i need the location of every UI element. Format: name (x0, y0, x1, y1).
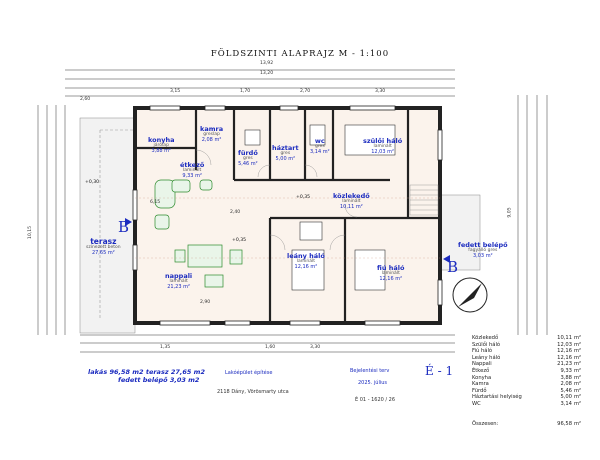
level-living: +0,35 (232, 238, 247, 243)
section-marker-b-left: B (118, 218, 130, 236)
stamp-address: 2118 Dány, Vörösmarty utca (217, 389, 289, 395)
room-kozlekedo: közlekedő laminált 10,11 m² (333, 192, 370, 210)
room-terasz: terasz színezett beton 27,65 m² (86, 237, 121, 256)
windows (132, 105, 443, 326)
dim-top-2: 3,15 (170, 89, 181, 94)
stamp-project: Lakóépület építése (225, 370, 273, 376)
furniture (154, 179, 243, 288)
dimension-lines-left (37, 105, 66, 335)
dim-top-overall: 13,92 (260, 61, 274, 66)
room-wc: wc gres 3,14 m² (310, 137, 330, 155)
dim-top-total: 13,20 (260, 71, 274, 76)
room-kamra: kamra greslap 2,08 m² (200, 125, 224, 143)
orange-axis-lines (135, 197, 440, 259)
dim-top-5: 3,30 (375, 89, 386, 94)
summary-line-1: lakás 96,58 m2 terasz 27,65 m2 (88, 368, 205, 376)
level-floor: +0,35 (296, 195, 311, 200)
summary-line-2: fedett belépő 3,03 m2 (118, 376, 200, 385)
dim-top-1: 2,60 (80, 97, 91, 102)
room-fiu-halo: fiú háló laminált 12,16 m² (377, 264, 405, 282)
dimension-lines-bottom (80, 334, 455, 353)
dim-left-total: 10,15 (28, 225, 34, 240)
north-arrow (452, 277, 488, 313)
dim-bottom-1: 1,60 (265, 345, 276, 350)
room-nappali: nappali laminált 21,23 m² (165, 272, 193, 290)
room-leany-halo: leány háló laminált 12,16 m² (287, 252, 325, 270)
section-marker-b-right: B (447, 258, 459, 276)
stamp-plan-type: Bejelentési terv (350, 368, 390, 374)
room-szuloi-halo: szülői háló laminált 12,03 m² (363, 137, 403, 155)
room-haztart: háztart gres 5,00 m² (272, 144, 299, 162)
level-terrace: +0,30 (85, 180, 100, 185)
room-furdo: fürdő gres 5,46 m² (238, 149, 258, 167)
room-etkezo: étkező laminált 9,33 m² (180, 161, 205, 179)
dim-inner-3: 2,90 (200, 300, 211, 305)
bedroom-furniture (244, 124, 396, 291)
stairs (409, 184, 439, 216)
dim-bottom-2: 3,30 (310, 345, 321, 350)
dim-top-3: 1,70 (240, 89, 251, 94)
stamp-sheet: É 01 - 1620 / 26 (355, 397, 396, 403)
dim-inner-1: 2,40 (230, 210, 241, 215)
door-swings (195, 149, 358, 251)
stamp-date: 2025. július (358, 380, 388, 386)
room-fedett-belepo: fedett belépő fagyálló gres 3,03 m² (458, 241, 508, 259)
section-arrows (125, 218, 450, 263)
area-summary: lakás 96,58 m2 terasz 27,65 m2 fedett be… (88, 368, 205, 385)
dimension-lines-top (65, 69, 455, 97)
drawing-title: FÖLDSZINTI ALAPRAJZ M - 1:100 (210, 49, 390, 59)
dimension-lines-right (517, 95, 548, 335)
dim-bottom-3: 1,35 (160, 345, 171, 350)
dim-top-4: 2,70 (300, 89, 311, 94)
room-konyha: konyha járólap 3,88 m² (148, 136, 175, 154)
dim-inner-2: 6,15 (150, 200, 161, 205)
section-marker-e1: É - 1 (425, 364, 454, 378)
dim-right-total: 9,05 (507, 207, 513, 218)
inner-walls (135, 108, 440, 323)
